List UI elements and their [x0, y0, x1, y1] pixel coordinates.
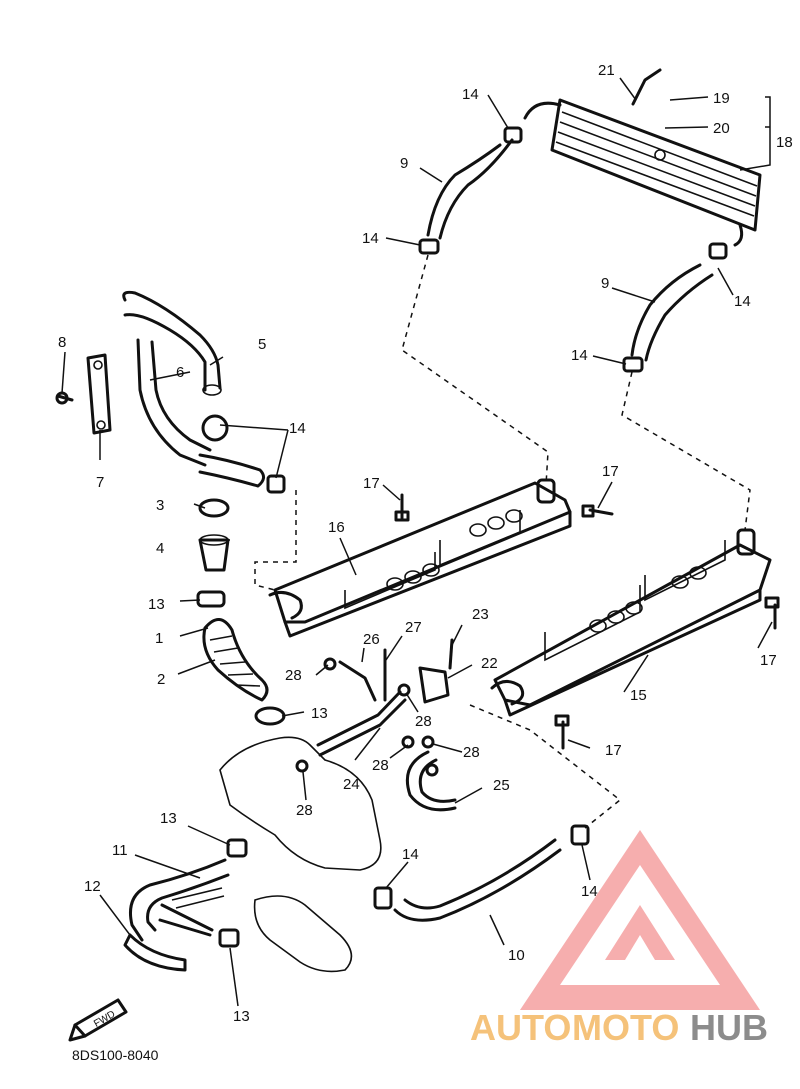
- fwd-arrow: FWD: [68, 998, 128, 1042]
- callout-28-c: 28: [372, 757, 389, 774]
- callout-26: 26: [363, 631, 380, 648]
- callout-28-b: 28: [415, 713, 432, 730]
- callout-14-d: 14: [571, 347, 588, 364]
- engine-block-outline: [219, 736, 382, 973]
- watermark-logo-inner: [605, 905, 675, 960]
- callout-24: 24: [343, 776, 360, 793]
- callout-14-a: 14: [462, 86, 479, 103]
- routing-lines: [254, 254, 751, 829]
- callout-labels: 1 2 3 4 5 6 7 8 9 9 10 11 12 13 13 13 13…: [58, 62, 793, 1025]
- hoses-10-11-12: [123, 838, 562, 972]
- callout-20: 20: [713, 120, 730, 137]
- callout-1: 1: [155, 630, 163, 647]
- callout-17-c: 17: [760, 652, 777, 669]
- callout-17-d: 17: [605, 742, 622, 759]
- callout-17-a: 17: [363, 475, 380, 492]
- callout-3: 3: [156, 497, 164, 514]
- thermostat-3-4: [196, 498, 230, 608]
- callout-14-b: 14: [362, 230, 379, 247]
- callout-8: 8: [58, 334, 66, 351]
- callout-14-f: 14: [402, 846, 419, 863]
- callout-13-d: 13: [233, 1008, 250, 1025]
- watermark-auto: AUTO: [470, 1007, 571, 1048]
- callout-13-a: 13: [148, 596, 165, 613]
- callout-23: 23: [472, 606, 489, 623]
- callout-11: 11: [112, 842, 128, 859]
- callout-28-d: 28: [463, 744, 480, 761]
- exhaust-manifold-16: [268, 478, 572, 638]
- radiator-assembly: [523, 68, 762, 247]
- watermark-logo-triangle: [520, 830, 760, 1010]
- callout-19: 19: [713, 90, 730, 107]
- callout-18: 18: [776, 134, 793, 151]
- callout-15: 15: [630, 687, 647, 704]
- callout-16: 16: [328, 519, 345, 536]
- bolts-17: [394, 493, 780, 750]
- hoses-1-2: [202, 618, 286, 726]
- callout-14-g: 14: [581, 883, 598, 900]
- diagram-code: 8DS100-8040: [72, 1047, 159, 1063]
- callout-5: 5: [258, 336, 266, 353]
- exhaust-manifold-15: [490, 528, 772, 717]
- callout-13-b: 13: [311, 705, 328, 722]
- callout-9-right: 9: [601, 275, 609, 292]
- callout-22: 22: [481, 655, 498, 672]
- callout-9-upper: 9: [400, 155, 408, 172]
- callout-27: 27: [405, 619, 422, 636]
- callout-28-a: 28: [285, 667, 302, 684]
- callout-4: 4: [156, 540, 164, 557]
- callout-25: 25: [493, 777, 510, 794]
- watermark-moto: MOTO: [572, 1007, 679, 1048]
- automotohub-watermark: AUTO MOTO HUB: [470, 830, 768, 1048]
- callout-2: 2: [157, 671, 165, 688]
- hoses-5-6: [122, 290, 265, 488]
- callout-6: 6: [176, 364, 184, 381]
- callout-7: 7: [96, 474, 104, 491]
- watermark-hub: HUB: [690, 1007, 768, 1048]
- callout-21: 21: [598, 62, 615, 79]
- callout-13-c: 13: [160, 810, 177, 827]
- leader-lines: [61, 77, 773, 1007]
- pipes-22-28: [295, 638, 457, 812]
- callout-17-b: 17: [602, 463, 619, 480]
- hose-clamps-14: [201, 126, 728, 910]
- callout-28-e: 28: [296, 802, 313, 819]
- bracket-7: [55, 353, 112, 435]
- callout-14-c: 14: [734, 293, 751, 310]
- radiator-hoses-9: [426, 138, 714, 362]
- callout-14-e: 14: [289, 420, 306, 437]
- callout-10: 10: [508, 947, 525, 964]
- callout-12: 12: [84, 878, 101, 895]
